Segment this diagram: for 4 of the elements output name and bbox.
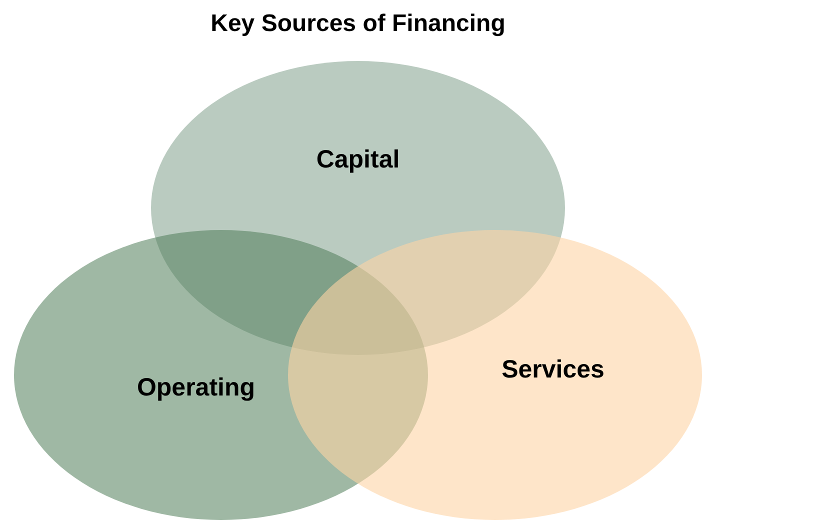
- diagram-title: Key Sources of Financing: [210, 10, 506, 38]
- set-label: Capital: [316, 146, 400, 174]
- set-label: Operating: [136, 374, 256, 402]
- set-label: Services: [502, 356, 604, 384]
